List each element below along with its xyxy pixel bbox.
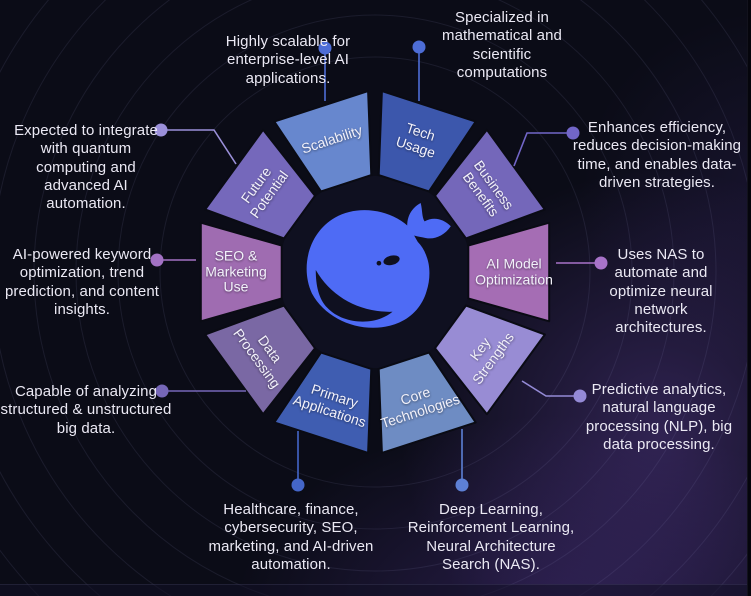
bottom-edge-divider — [0, 584, 751, 596]
segment-data-processing — [204, 304, 316, 416]
connector-key-strengths — [521, 380, 580, 397]
segment-label-ai-model-optimization: AI Model Optimization — [475, 255, 553, 287]
callout-business-benefits: Enhances efficiency, reduces decision-ma… — [572, 119, 742, 191]
segment-seo-marketing-use — [199, 221, 283, 323]
connector-dot-scalability — [318, 41, 332, 55]
segment-future-potential — [204, 128, 316, 240]
segment-label-seo-marketing-use: SEO & Marketing Use — [205, 247, 267, 295]
connector-dot-tech-usage — [412, 40, 426, 54]
callout-core-technologies: Deep Learning, Reinforcement Learning, N… — [407, 501, 575, 573]
segment-business-benefits — [434, 128, 546, 240]
segment-scalability — [273, 90, 373, 193]
segment-primary-applications — [273, 351, 373, 454]
callout-ai-model-optimization: Uses NAS to automate and optimize neural… — [609, 246, 713, 337]
connector-dot-future-potential — [154, 123, 168, 137]
callout-seo-marketing-use: AI-powered keyword optimization, trend p… — [4, 246, 160, 318]
deepseek-whale-logo — [306, 202, 451, 328]
connector-dot-primary-applications — [291, 478, 305, 492]
connector-dot-data-processing — [155, 384, 169, 398]
segment-core-technologies — [377, 351, 477, 454]
callout-data-processing: Capable of analyzing structured & unstru… — [0, 383, 172, 437]
segment-ai-model-optimization — [467, 221, 551, 323]
connector-dot-core-technologies — [455, 478, 469, 492]
segment-key-strengths — [434, 304, 546, 416]
connector-dot-ai-model-optimization — [594, 256, 608, 270]
callout-future-potential: Expected to integrate with quantum compu… — [14, 122, 158, 213]
connector-dot-business-benefits — [566, 126, 580, 140]
connector-dot-key-strengths — [573, 389, 587, 403]
right-edge-divider — [747, 0, 751, 596]
segment-tech-usage — [377, 90, 477, 193]
callout-key-strengths: Predictive analytics, natural language p… — [585, 381, 733, 453]
connector-business-benefits — [513, 132, 573, 167]
callout-primary-applications: Healthcare, finance, cybersecurity, SEO,… — [208, 501, 374, 573]
connector-future-potential — [161, 129, 237, 165]
callout-tech-usage: Specialized in mathematical and scientif… — [442, 9, 562, 81]
connector-dot-seo-marketing-use — [150, 253, 164, 267]
callout-scalability: Highly scalable for enterprise-level AI … — [225, 33, 351, 87]
